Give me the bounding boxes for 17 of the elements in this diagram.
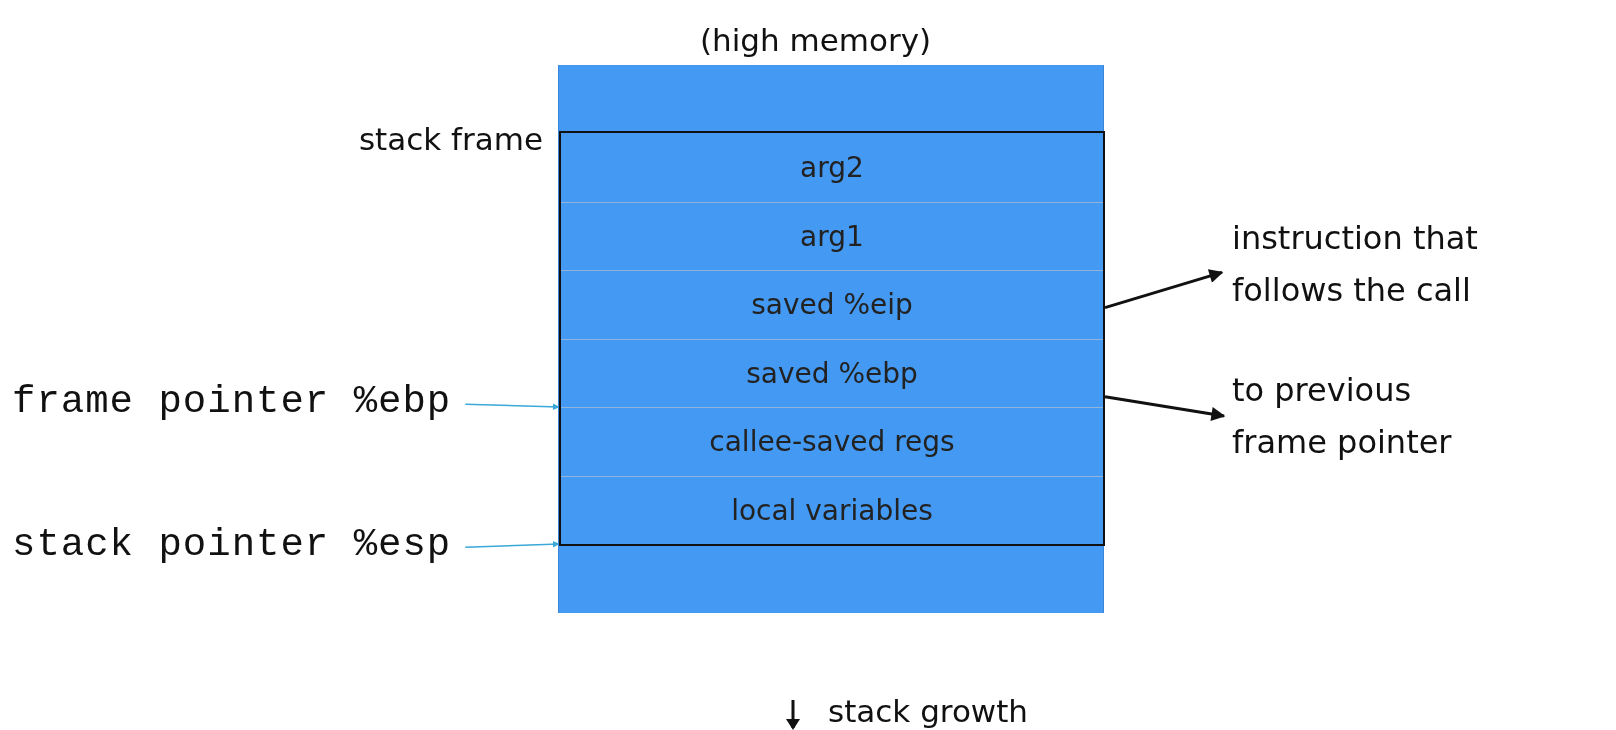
stack-slot: local variables bbox=[561, 475, 1103, 544]
stack-slot: arg1 bbox=[561, 201, 1103, 270]
frame-heading: stack frame bbox=[358, 121, 543, 157]
arrow bbox=[1104, 395, 1226, 421]
arrow bbox=[464, 403, 560, 411]
stack-slot: saved %ebp bbox=[561, 338, 1103, 407]
stack-slot: saved %eip bbox=[561, 270, 1103, 339]
stack-slot: arg2 bbox=[561, 133, 1103, 202]
register-label: stack pointer %esp bbox=[12, 523, 452, 567]
annotation-text: to previous frame pointer bbox=[1232, 364, 1507, 468]
arrow bbox=[1104, 269, 1224, 310]
arrow bbox=[464, 540, 560, 548]
caption-label: (high memory) bbox=[700, 22, 932, 58]
stack-slot: callee-saved regs bbox=[561, 407, 1103, 476]
register-label: frame pointer %ebp bbox=[12, 380, 452, 424]
caption-label: stack growth bbox=[828, 693, 1029, 729]
annotation-text: instruction that follows the call bbox=[1232, 212, 1507, 316]
